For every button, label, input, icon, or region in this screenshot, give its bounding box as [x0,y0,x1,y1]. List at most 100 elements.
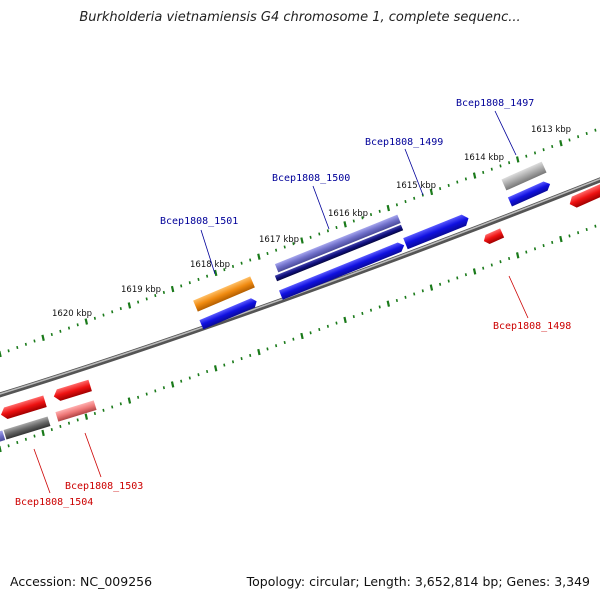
scale-tick-minor [490,263,493,267]
gene-label-forward[interactable]: Bcep1808_1497 [456,98,534,109]
scale-tick-minor [111,310,114,314]
scale-tick-minor [76,323,79,327]
scale-tick-minor [533,247,537,251]
scale-tick-minor [59,424,62,428]
gene-label-forward[interactable]: Bcep1808_1500 [272,173,350,184]
scale-tick-major [127,397,132,404]
scale-tick-minor [352,315,355,319]
scale-label: 1614 kbp [464,153,504,163]
scale-tick-major [515,252,520,259]
cds-arrow[interactable] [199,297,258,330]
scale-tick-minor [162,290,165,294]
chromosome-backbone [0,177,600,398]
scale-tick-minor [326,324,329,328]
scale-tick-minor [111,405,114,409]
scale-tick-minor [413,292,416,296]
cds-arrow-reverse[interactable] [52,379,92,403]
scale-tick-minor [283,340,286,345]
scale-tick-minor [456,180,459,184]
feature-gray[interactable] [501,161,547,191]
chromosome-backbone-highlight [0,178,600,395]
gene-label-reverse[interactable]: Bcep1808_1503 [65,481,143,492]
scale-tick-minor [352,219,355,223]
scale-tick-minor [59,329,62,333]
scale-tick-major [386,300,391,307]
scale-label: 1618 kbp [190,260,230,270]
scale-tick-major [41,334,45,341]
scale-tick-minor [404,200,407,204]
cds-arrow[interactable] [403,213,471,250]
scale-tick-minor [76,418,79,422]
feature-purple-partial[interactable] [0,430,6,445]
scale-tick-minor [421,193,424,197]
scale-tick-minor [102,408,105,412]
feature-darkgray[interactable] [3,416,51,440]
scale-tick-minor [154,389,157,393]
scale-tick-minor [50,332,53,337]
scale-tick-minor [464,273,467,277]
scale-tick-minor [482,266,485,270]
cds-arrow-reverse[interactable] [567,180,600,210]
feature-orange[interactable] [193,276,255,312]
scale-tick-minor [266,251,269,256]
scale-label: 1617 kbp [259,235,299,245]
cds-arrow-reverse[interactable] [0,395,47,421]
gene-label-forward[interactable]: Bcep1808_1501 [160,216,238,227]
scale-tick-minor [240,261,243,265]
scale-tick-major [213,269,218,277]
feature-purple[interactable] [274,214,401,273]
scale-tick-minor [525,250,528,254]
cds-arrow[interactable] [507,179,552,207]
scale-tick-minor [439,187,442,191]
scale-tick-major [0,445,2,453]
scale-tick-minor [318,327,321,332]
scale-tick-major [170,381,175,388]
scale-tick-minor [508,256,511,261]
scale-tick-major [170,285,175,293]
feature-navy[interactable] [274,224,404,282]
scale-tick-major [300,237,304,244]
scale-tick-minor [119,307,122,311]
scale-tick-minor [404,295,407,299]
scale-tick-minor [249,258,252,262]
scale-tick-major [0,350,2,358]
scale-label: 1620 kbp [52,309,92,319]
scale-tick-major [213,365,218,372]
scale-tick-minor [145,297,148,301]
scale-tick-minor [7,349,10,353]
scale-tick-minor [464,177,467,181]
scale-tick-minor [33,339,36,343]
summary-text: Topology: circular; Length: 3,652,814 bp… [246,574,590,589]
scale-tick-minor [309,331,312,335]
reverse-cds-track [0,180,600,445]
scale-tick-major [559,140,563,147]
scale-tick-minor [50,428,53,432]
scale-tick-minor [249,353,252,357]
scale-tick-major [429,284,434,291]
scale-tick-minor [551,240,554,244]
gene-label-reverse[interactable]: Bcep1808_1504 [15,497,93,508]
gene-labels: Bcep1808_1497 Bcep1808_1499 Bcep1808_150… [15,98,571,508]
scale-tick-minor [577,135,580,139]
scale-tick-minor [335,225,338,230]
scale-tick-minor [223,363,226,367]
scale-tick-minor [93,411,96,416]
feature-pink[interactable] [55,400,97,422]
scale-tick-minor [395,298,398,303]
scale-tick-minor [188,281,191,285]
scale-tick-minor [490,167,493,171]
cds-arrow-reverse[interactable] [482,228,505,245]
scale-tick-minor [67,326,71,330]
scale-tick-minor [482,170,485,174]
gene-label-forward[interactable]: Bcep1808_1499 [365,137,443,148]
cds-arrow[interactable] [279,241,406,300]
scale-tick-major [257,253,261,260]
scale-tick-minor [188,376,191,380]
gene-label-reverse[interactable]: Bcep1808_1498 [493,321,571,332]
scale-label: 1619 kbp [121,285,161,295]
scale-tick-minor [413,196,416,200]
scale-tick-minor [197,373,200,377]
scale-tick-minor [102,313,105,317]
scale-tick-minor [206,369,209,374]
